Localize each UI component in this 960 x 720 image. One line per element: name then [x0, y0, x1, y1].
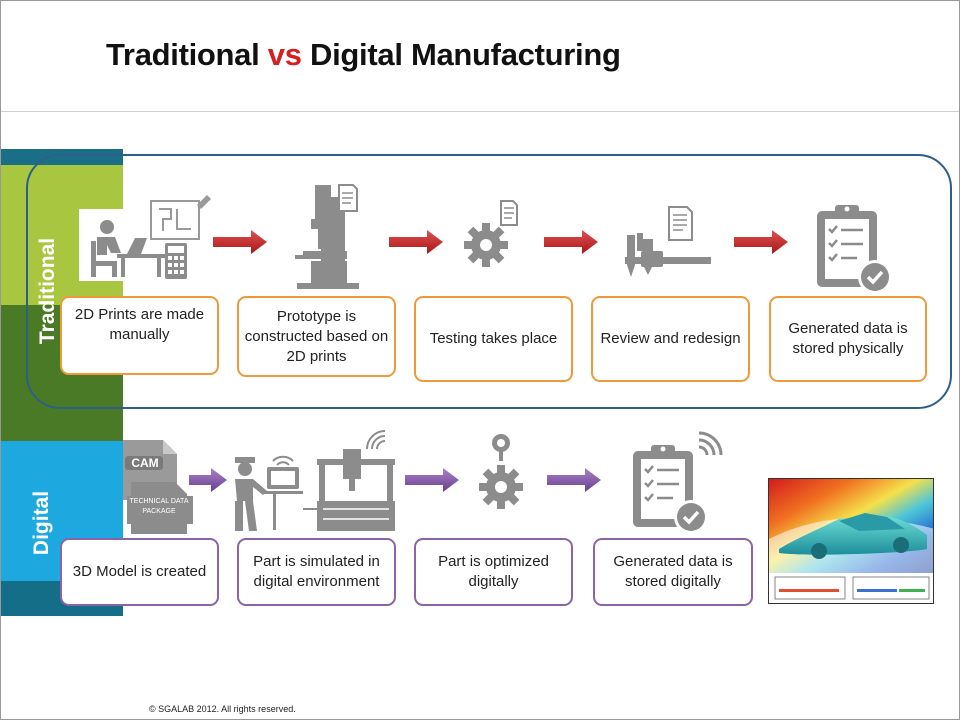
traditional-step-1: 2D Prints are made manually [60, 296, 219, 375]
desk-drafting-icon [79, 195, 214, 281]
title-traditional: Traditional [106, 37, 260, 72]
digital-step-1: 3D Model is created [60, 538, 219, 606]
traditional-step-2: Prototype is constructed based on 2D pri… [237, 296, 396, 377]
step-text: Testing takes place [429, 330, 558, 347]
step-text: Generated data is stored digitally [613, 553, 733, 590]
digital-step-3: Part is optimized digitally [414, 538, 573, 606]
arrow-right-icon [213, 230, 267, 254]
title-digital-manufacturing: Digital Manufacturing [310, 37, 621, 72]
cfd-simulation-image [768, 478, 934, 604]
arrow-right-icon [189, 468, 227, 492]
band-top-strip [1, 149, 123, 165]
title-vs: vs [267, 37, 302, 72]
arrow-right-icon [547, 468, 601, 492]
title-divider [1, 111, 959, 112]
arrow-right-icon [544, 230, 598, 254]
traditional-step-5: Generated data is stored physically [769, 296, 927, 382]
traditional-step-3: Testing takes place [414, 296, 573, 382]
gear-pin-icon [479, 434, 523, 509]
step-text: Review and redesign [600, 330, 741, 347]
car-simulation-graphic [769, 479, 933, 603]
cam-label: CAM [131, 456, 159, 470]
traditional-frame [26, 154, 952, 409]
gear-document-icon [464, 200, 518, 267]
caliper-document-icon [625, 206, 711, 277]
step-text: Part is simulated in digital environment [253, 553, 380, 590]
step-text: Prototype is constructed based on 2D pri… [244, 307, 389, 365]
digital-step-2: Part is simulated in digital environment [237, 538, 396, 606]
page-title: Traditional vs Digital Manufacturing [106, 37, 621, 73]
arrow-right-icon [405, 468, 459, 492]
traditional-step-4: Review and redesign [591, 296, 750, 382]
digital-side-label: Digital [30, 490, 53, 556]
copyright-footer: © SGALAB 2012. All rights reserved. [149, 704, 296, 714]
clipboard-wifi-icon [633, 431, 723, 534]
digital-step-4: Generated data is stored digitally [593, 538, 753, 606]
cam-package-icon [123, 440, 193, 534]
technical-data-package-label: TECHNICAL DATA PACKAGE [129, 498, 189, 515]
clipboard-check-icon [817, 205, 892, 294]
step-text: 3D Model is created [72, 563, 207, 580]
step-text: Generated data is stored physically [788, 320, 908, 357]
step-text: 2D Prints are made manually [74, 306, 205, 343]
arrow-right-icon [389, 230, 443, 254]
worker-machine-icon [235, 430, 395, 531]
step-text: Part is optimized digitally [438, 553, 549, 590]
milling-machine-icon [295, 184, 359, 289]
arrow-right-icon [734, 230, 788, 254]
